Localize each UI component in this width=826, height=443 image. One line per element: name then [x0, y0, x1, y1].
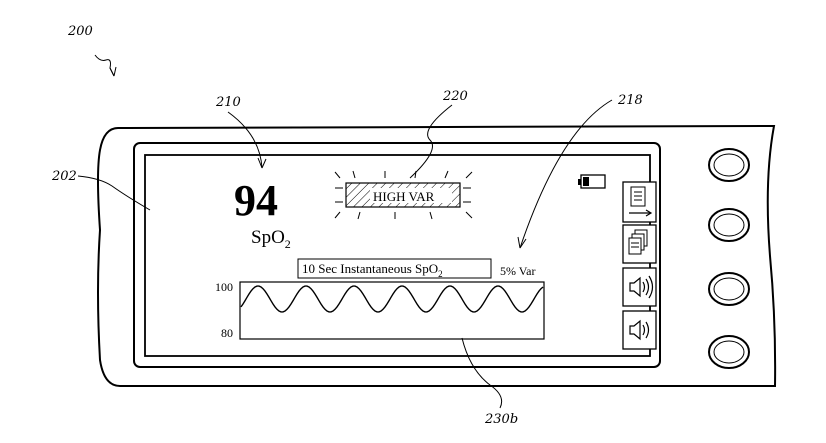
leader-218 — [520, 100, 612, 248]
waveform-title-main: 10 Sec Instantaneous SpO — [302, 261, 438, 276]
hardware-button-2-inner — [714, 214, 744, 236]
spo2-waveform — [241, 286, 543, 312]
side-icon-panel — [623, 182, 656, 349]
pages-stack-icon[interactable] — [623, 225, 656, 263]
high-var-alarm: HIGH VAR — [335, 171, 472, 219]
leader-202 — [78, 176, 150, 210]
axis-label-top: 100 — [215, 280, 233, 294]
leader-220 — [410, 105, 452, 178]
waveform-title: 10 Sec Instantaneous SpO2 — [302, 261, 443, 279]
hardware-button-1-inner — [714, 154, 744, 176]
waveform-title-sub: 2 — [438, 269, 443, 279]
speaker-loud-icon[interactable] — [623, 268, 656, 306]
leader-230b — [462, 338, 502, 408]
axis-label-bottom: 80 — [221, 326, 233, 340]
hardware-button-4-inner — [714, 341, 744, 363]
spo2-value: 94 — [234, 176, 278, 225]
ref-220: 220 — [442, 89, 468, 104]
ref-230b: 230b — [484, 412, 518, 427]
speaker-soft-icon[interactable] — [623, 311, 656, 349]
hardware-button-3-inner — [714, 278, 744, 300]
ref-202: 202 — [51, 169, 77, 184]
device-housing — [98, 126, 775, 386]
var-percent-label: 5% Var — [500, 264, 535, 278]
ref-200: 200 — [67, 24, 93, 39]
spo2-label: SpO2 — [251, 227, 291, 251]
alarm-label: HIGH VAR — [373, 189, 435, 204]
ref-218: 218 — [617, 93, 643, 108]
spo2-label-sub: 2 — [285, 237, 291, 251]
arrowhead-200 — [110, 67, 116, 76]
leader-200 — [95, 55, 114, 76]
battery-icon — [578, 175, 605, 188]
ref-210: 210 — [215, 95, 241, 110]
document-arrow-icon[interactable] — [623, 182, 656, 222]
spo2-label-main: SpO — [251, 227, 285, 248]
leader-210 — [228, 112, 262, 168]
